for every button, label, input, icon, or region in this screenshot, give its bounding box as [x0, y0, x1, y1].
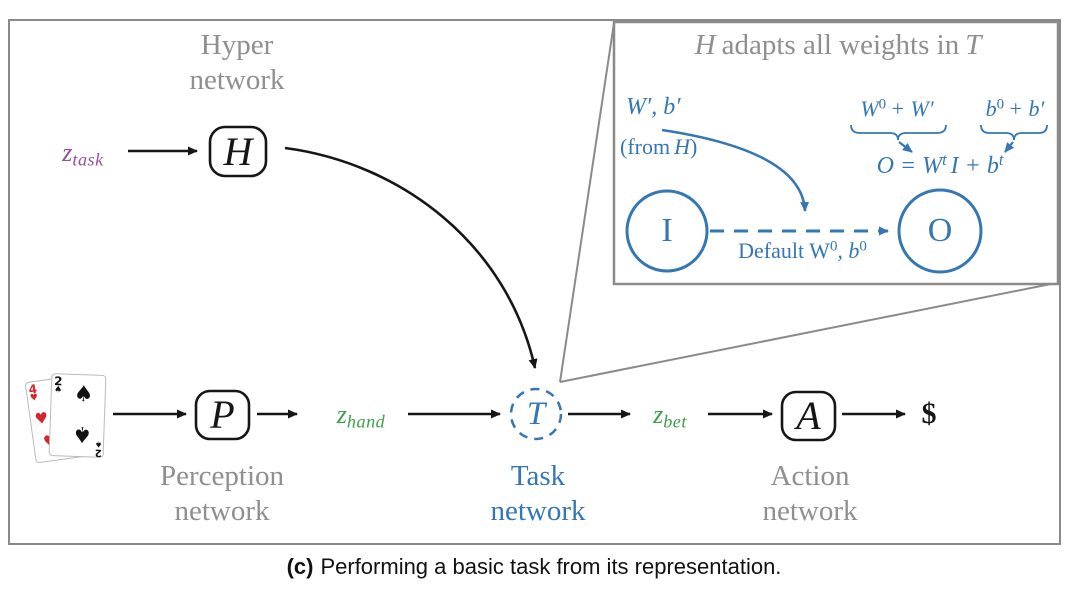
heart-icon: ♥ [29, 392, 39, 404]
inset-weight-sum-label: W0+ W′ [840, 96, 954, 121]
z-hand-label: zhand [305, 400, 417, 432]
perception-network-label: Perception network [159, 460, 284, 527]
figure-caption: (c)Performing a basic task from its repr… [0, 554, 1068, 579]
default-mid: , b [837, 238, 860, 263]
caption-tag: (c) [286, 554, 314, 579]
inset-title-text: adapts all weights in [721, 29, 960, 61]
caption-text: Performing a basic task from its represe… [320, 554, 782, 579]
inset-default-weights-label: Default W0, b0 [700, 238, 905, 263]
hyper-node-letter: H [210, 127, 266, 176]
z-bet-base: z [653, 400, 664, 429]
bias-base: b [985, 96, 997, 121]
perception-network-node [194, 389, 251, 441]
inset-output-letter: O [900, 191, 980, 271]
script-t: T [526, 395, 546, 432]
z-task-base: z [62, 138, 73, 167]
output-letter: O [927, 212, 953, 250]
heart-icon: ♥ [33, 408, 50, 429]
arrow-weight-sum-to-eq [898, 141, 913, 153]
callout-line-right [559, 282, 1057, 383]
z-task-sub: task [72, 149, 104, 170]
spade-icon: ♠ [94, 439, 103, 449]
default-sup2: 0 [859, 238, 867, 255]
z-hand-sub: hand [346, 411, 386, 432]
from-pre: (from [620, 134, 671, 159]
underbrace-weight-sum [850, 124, 947, 141]
playing-card-front: 2 ♠ ♠ ♠ 2 ♠ [48, 373, 107, 458]
bias-sup: 0 [996, 96, 1005, 113]
z-bet-sub: bet [663, 411, 687, 432]
default-pre: Default W [738, 238, 830, 263]
weight-rest: + W′ [890, 96, 934, 121]
equation-sup2: t [998, 150, 1004, 169]
spade-icon: ♠ [73, 381, 94, 408]
spade-icon: ♠ [71, 420, 93, 447]
script-h: H [674, 134, 690, 159]
arrow-bias-sum-to-eq [1004, 141, 1015, 153]
underbrace-bias-sum [980, 124, 1048, 141]
hyper-network-node [208, 125, 268, 178]
inset-output-node [897, 188, 983, 274]
card-corner: 2 ♠ [53, 374, 63, 396]
weight-base: W [860, 96, 879, 121]
script-h: H [694, 29, 716, 61]
z-task-label: ztask [27, 138, 139, 170]
task-node-letter: T [511, 389, 561, 439]
hyper-network-label: Hyper network [189, 29, 285, 96]
arrow-hyper-to-task [284, 146, 538, 369]
inset-delta-weights-label: W′, b′ [626, 94, 681, 120]
script-p: P [210, 392, 235, 437]
inset-input-letter: I [627, 191, 707, 271]
script-h: H [223, 128, 253, 174]
z-hand-base: z [336, 400, 347, 429]
action-network-label: Action network [762, 460, 858, 527]
inset-input-node [625, 189, 709, 273]
script-a: A [796, 393, 821, 438]
equation-sup1: t [942, 150, 947, 169]
weight-sup: 0 [878, 96, 887, 113]
script-t: T [965, 29, 982, 61]
spade-icon: ♠ [53, 385, 63, 396]
card-corner: 2 ♠ [94, 439, 103, 458]
action-node-letter: A [782, 392, 835, 440]
task-network-node [509, 387, 563, 441]
input-letter: I [661, 212, 673, 250]
action-network-node [780, 390, 837, 442]
inset-adapt-arrow [661, 128, 810, 212]
from-post: ) [689, 134, 698, 159]
equation-mid: I + b [950, 153, 999, 180]
task-network-label: Task network [490, 460, 586, 527]
z-bet-label: zbet [614, 400, 726, 432]
perception-node-letter: P [196, 391, 249, 439]
callout-line-left [559, 22, 615, 383]
equation-lhs: O = W [876, 153, 943, 180]
card-corner: 4 ♥ [28, 382, 39, 404]
bias-rest: + b′ [1008, 96, 1045, 121]
reward-dollar-label: $ [921, 397, 937, 430]
inset-bias-sum-label: b0+ b′ [974, 96, 1056, 121]
default-sup1: 0 [829, 238, 838, 255]
